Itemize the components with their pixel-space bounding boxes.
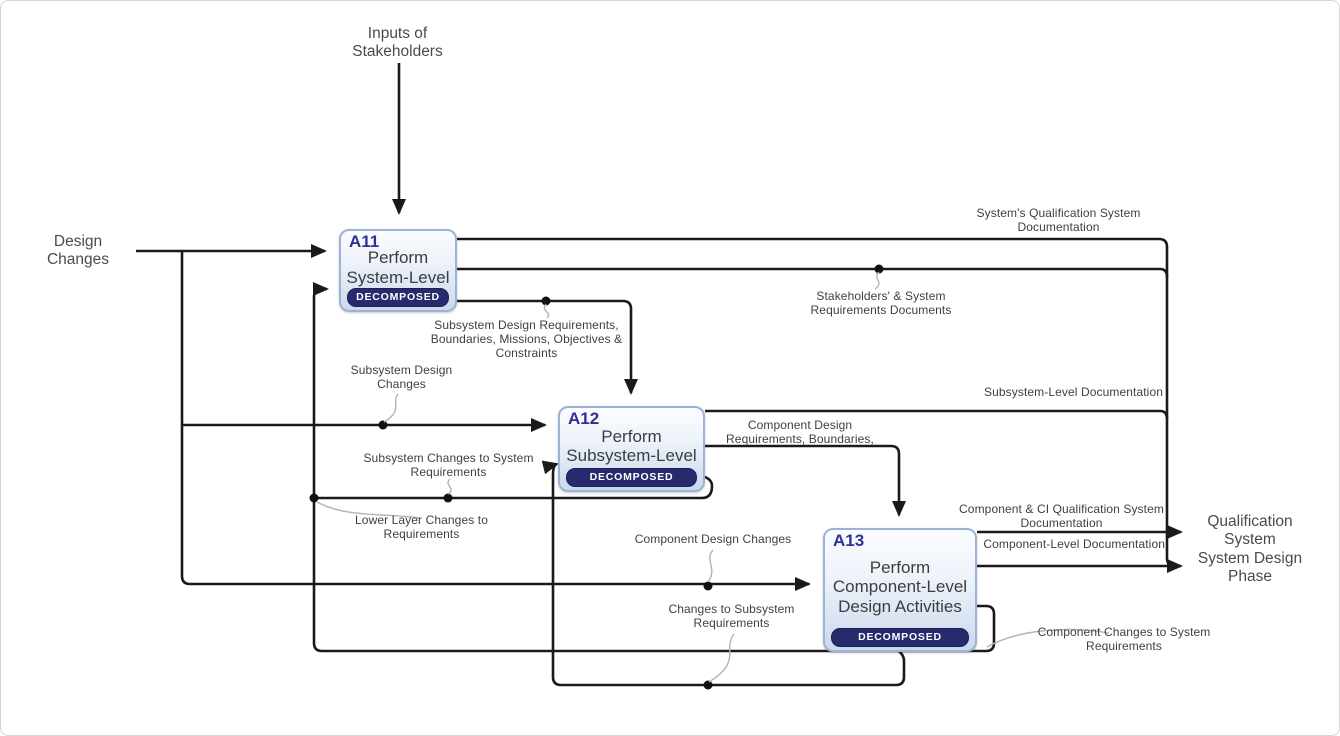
label-leader: [708, 633, 735, 683]
junction-dot: [703, 680, 713, 690]
connector-a13-feedback-a12: [541, 460, 906, 687]
label-leader: [707, 549, 714, 583]
connector-a11-out-stakeholders: [457, 267, 1169, 278]
connector-a13-feedback-a11: [312, 282, 996, 653]
action-id: A12: [568, 409, 600, 428]
decomposed-badge[interactable]: DECOMPOSED: [566, 468, 697, 487]
action-title: Perform System-Level: [346, 248, 450, 287]
junction-dot: [874, 264, 884, 274]
label-leader: [447, 478, 452, 495]
label-component-design-requirements: Component Design Requirements, Boundarie…: [726, 418, 874, 447]
connector-a12-to-a13: [705, 444, 906, 517]
label-leader: [383, 393, 399, 423]
label-stakeholders-docs: Stakeholders' & System Requirements Docu…: [810, 289, 952, 318]
junction-dot: [541, 296, 551, 306]
label-subsystem-design-requirements: Subsystem Design Requirements, Boundarie…: [430, 318, 623, 361]
label-leader: [874, 271, 880, 290]
action-id: A11: [349, 232, 380, 251]
action-box-a12[interactable]: A12 Perform Subsystem-Level DECOMPOSED: [558, 406, 705, 492]
label-system-design-phase: System Design Phase: [1197, 550, 1303, 585]
junction-dot: [378, 420, 388, 430]
action-box-a11[interactable]: A11 Perform System-Level DECOMPOSED: [339, 229, 457, 312]
connector-a11-to-a12: [456, 299, 638, 395]
label-subsystem-level-documentation: Subsystem-Level Documentation: [984, 385, 1163, 399]
label-component-level-documentation: Component-Level Documentation: [983, 537, 1165, 551]
label-component-changes-to-system-requirements: Component Changes to System Requirements: [1037, 625, 1211, 654]
label-leader: [986, 628, 1110, 648]
label-inputs-of-stakeholders: Inputs of Stakeholders: [352, 25, 443, 60]
label-component-design-changes: Component Design Changes: [634, 532, 792, 546]
label-leader: [316, 501, 420, 519]
label-subsystem-changes-to-system-requirements: Subsystem Changes to System Requirements: [363, 451, 534, 480]
action-id: A13: [833, 531, 865, 550]
action-title: Perform Component-Level Design Activitie…: [832, 558, 968, 616]
label-leader: [543, 303, 550, 319]
label-component-ci-qualification-doc: Component & CI Qualification System Docu…: [959, 502, 1164, 531]
decomposed-badge[interactable]: DECOMPOSED: [347, 288, 449, 307]
junction-dot: [703, 581, 713, 591]
junction-dot: [309, 493, 319, 503]
connector-design-changes-a13: [180, 251, 811, 591]
action-box-a13[interactable]: A13 Perform Component-Level Design Activ…: [823, 528, 977, 652]
label-sys-qualification-doc: System's Qualification System Documentat…: [976, 206, 1141, 235]
action-title: Perform Subsystem-Level: [566, 426, 697, 465]
label-subsystem-design-changes: Subsystem Design Changes: [350, 363, 453, 392]
label-changes-to-subsystem-requirements: Changes to Subsystem Requirements: [668, 602, 795, 631]
junction-dot: [443, 493, 453, 503]
label-design-changes: Design Changes: [46, 233, 110, 268]
decomposed-badge[interactable]: DECOMPOSED: [831, 628, 969, 647]
connector-a12-out-doc: [705, 409, 1169, 420]
label-qualification-system: Qualification System: [1207, 513, 1293, 548]
label-lower-layer-changes: Lower Layer Changes to Requirements: [355, 513, 488, 542]
